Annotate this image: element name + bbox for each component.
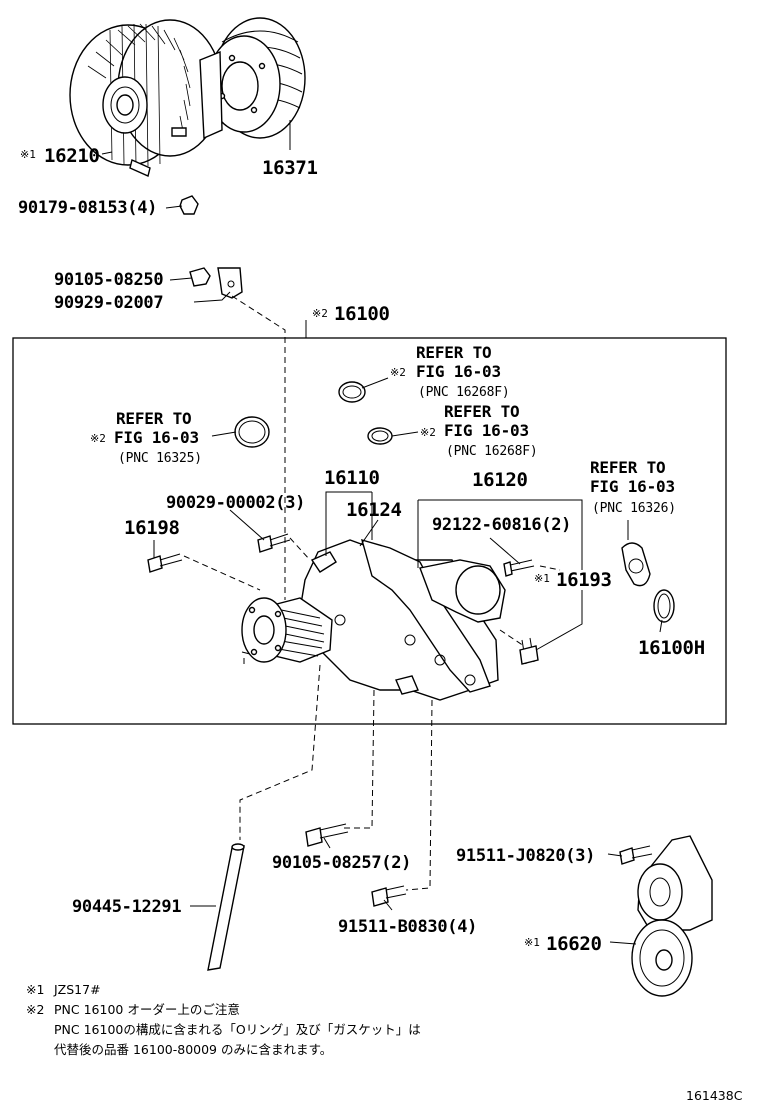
gasket-16325 (234, 416, 270, 448)
ref-right-pnc: (PNC 16326) (592, 501, 676, 516)
callout-mark-16193: ※1 (534, 572, 550, 585)
ref-mid-line1: REFER TO (444, 402, 519, 421)
bolt-16198-drawing (147, 553, 183, 573)
note-2-line1: PNC 16100 オーダー上のご注意 (54, 1002, 240, 1017)
ref-left-mark: ※2 (90, 432, 106, 445)
callout-91511-b0830: 91511-B0830(4) (338, 917, 477, 937)
assembly-line-16198 (183, 555, 261, 591)
callout-90029-00002: 90029-00002(3) (166, 493, 305, 513)
note-2-mark: ※2 (26, 1002, 44, 1017)
ref-mid-line2: FIG 16-03 (444, 421, 529, 440)
callout-90105-08257: 90105-08257(2) (272, 853, 411, 873)
callout-mark-16100: ※2 (312, 307, 328, 320)
figure-id: 161438C (686, 1088, 743, 1103)
note-1-mark: ※1 (26, 982, 44, 997)
assembly-line-92122 (539, 565, 561, 571)
bolt-90105-08257-drawing (305, 823, 349, 847)
o-ring-16100h (653, 589, 675, 623)
callout-90445-12291: 90445-12291 (72, 897, 181, 917)
stud-16193-drawing (519, 637, 539, 665)
assembly-line-stud (289, 537, 311, 561)
o-ring-top (338, 381, 366, 403)
note-1-text: JZS17# (53, 982, 101, 997)
tensioner-drawing (619, 835, 713, 997)
callout-16100h: 16100H (638, 637, 705, 659)
assembly-line-pipe (239, 664, 321, 840)
ref-mid-pnc: (PNC 16268F) (446, 444, 538, 459)
callout-mark-16210: ※1 (20, 148, 36, 161)
ref-top-line2: FIG 16-03 (416, 362, 501, 381)
callout-90929-02007: 90929-02007 (54, 293, 163, 313)
pipe-drawing (207, 843, 245, 971)
ref-left-line1: REFER TO (116, 409, 191, 428)
assembly-line-16193 (499, 629, 525, 647)
callout-16210: 16210 (44, 145, 100, 167)
ref-mid-mark: ※2 (420, 426, 436, 439)
callout-16120: 16120 (472, 469, 528, 491)
callout-16110: 16110 (324, 467, 380, 489)
assembly-line-bracket (231, 295, 286, 600)
callout-16193: 16193 (556, 569, 612, 591)
water-pump-drawing (241, 538, 506, 701)
callout-91511-j0820: 91511-J0820(3) (456, 846, 595, 866)
ref-left-pnc: (PNC 16325) (118, 451, 202, 466)
fan-pulley-drawing (199, 17, 306, 140)
gasket-16326 (621, 542, 651, 587)
note-2-line3: 代替後の品番 16100-80009 のみに含まれます。 (54, 1042, 332, 1057)
bolt-91511-b0830-drawing (371, 885, 407, 907)
callout-90179-08153: 90179-08153(4) (18, 198, 157, 218)
callout-90105-08250: 90105-08250 (54, 270, 163, 290)
leader-lines (101, 120, 663, 945)
o-ring-mid (367, 427, 393, 445)
ref-right-line2: FIG 16-03 (590, 477, 675, 496)
stud-92122-drawing (503, 559, 535, 577)
assembly-line-90105 (344, 689, 375, 829)
ref-top-mark: ※2 (390, 366, 406, 379)
ref-left-line2: FIG 16-03 (114, 428, 199, 447)
callout-16100: 16100 (334, 303, 390, 325)
bracket-drawing (189, 267, 243, 299)
callout-16620: 16620 (546, 933, 602, 955)
callout-16198: 16198 (124, 517, 180, 539)
ref-top-line1: REFER TO (416, 343, 491, 362)
callout-16124: 16124 (346, 499, 402, 521)
ref-right-line1: REFER TO (590, 458, 665, 477)
stud-90029-drawing (257, 533, 291, 553)
callout-92122-60816: 92122-60816(2) (432, 515, 571, 535)
note-2-line2: PNC 16100の構成に含まれる「Oリング」及び「ガスケット」は (54, 1022, 421, 1037)
ref-top-pnc: (PNC 16268F) (418, 385, 510, 400)
callout-mark-16620: ※1 (524, 936, 540, 949)
pulley-bolt-drawing (179, 195, 199, 215)
pump-assy-frame (12, 337, 727, 725)
callout-16371: 16371 (262, 157, 318, 179)
assembly-line-91511 (405, 699, 433, 891)
